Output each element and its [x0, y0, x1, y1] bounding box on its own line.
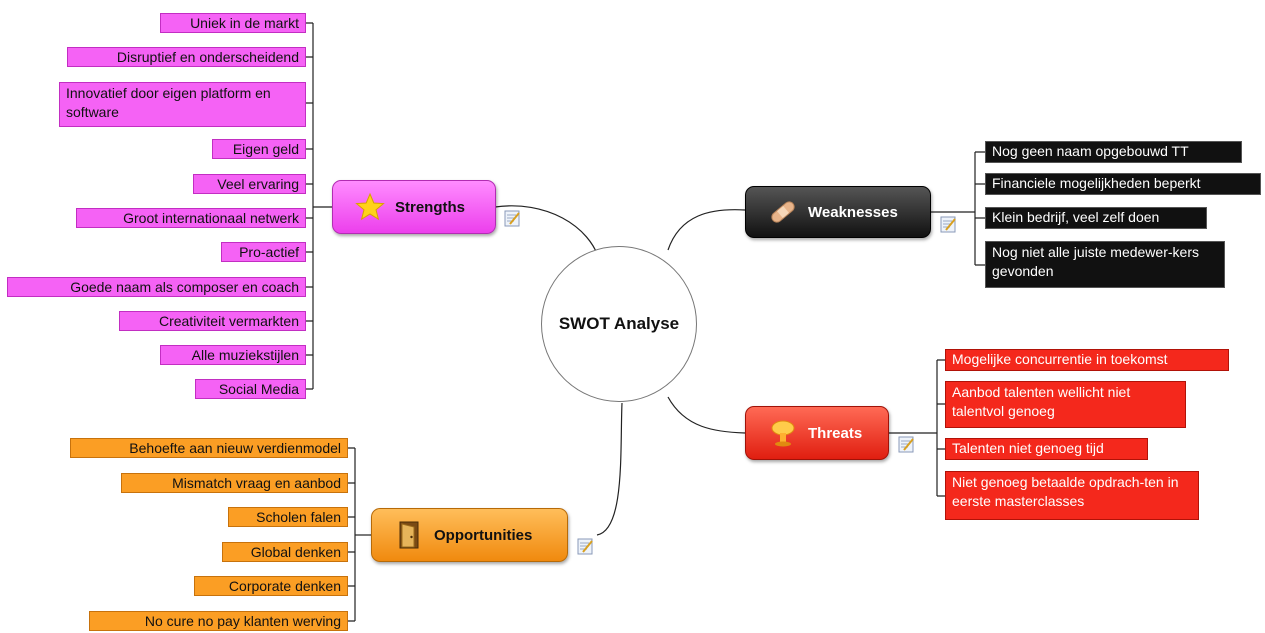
central-topic-label: SWOT Analyse — [558, 314, 680, 333]
branch-label: Strengths — [395, 198, 466, 216]
branch-label: Threats — [808, 424, 863, 442]
weakness-item[interactable]: Nog geen naam opgebouwd TT — [985, 141, 1242, 163]
branch-strengths[interactable]: Strengths — [332, 180, 496, 234]
strength-item[interactable]: Pro-actief — [221, 242, 306, 262]
bandage-icon — [771, 201, 795, 223]
strength-item[interactable]: Eigen geld — [212, 139, 306, 159]
strength-item[interactable]: Social Media — [195, 379, 306, 399]
weakness-item[interactable]: Nog niet alle juiste medewer-kers gevond… — [985, 241, 1225, 288]
threat-item[interactable]: Niet genoeg betaalde opdrach-ten in eers… — [945, 471, 1199, 520]
opportunity-item[interactable]: Scholen falen — [228, 507, 348, 527]
branch-label: Opportunities — [434, 526, 533, 544]
strength-item[interactable]: Uniek in de markt — [160, 13, 306, 33]
opportunity-item[interactable]: Mismatch vraag en aanbod — [121, 473, 348, 493]
strength-item[interactable]: Alle muziekstijlen — [160, 345, 306, 365]
note-icon[interactable] — [504, 210, 521, 227]
threat-item[interactable]: Talenten niet genoeg tijd — [945, 438, 1148, 460]
note-icon[interactable] — [577, 538, 594, 555]
opportunity-item[interactable]: No cure no pay klanten werving — [89, 611, 348, 631]
branch-weaknesses[interactable]: Weaknesses — [745, 186, 931, 238]
weakness-item[interactable]: Financiele mogelijkheden beperkt — [985, 173, 1261, 195]
branch-opportunities[interactable]: Opportunities — [371, 508, 568, 562]
weakness-item[interactable]: Klein bedrijf, veel zelf doen — [985, 207, 1207, 229]
threat-item[interactable]: Aanbod talenten wellicht niet talentvol … — [945, 381, 1186, 428]
star-icon — [355, 192, 385, 221]
strength-item[interactable]: Goede naam als composer en coach — [7, 277, 306, 297]
strength-item[interactable]: Veel ervaring — [193, 174, 306, 194]
opportunity-item[interactable]: Corporate denken — [194, 576, 348, 596]
strength-item[interactable]: Disruptief en onderscheidend — [67, 47, 306, 67]
strength-item[interactable]: Creativiteit vermarkten — [119, 311, 306, 331]
note-icon[interactable] — [898, 436, 915, 453]
opportunity-item[interactable]: Behoefte aan nieuw verdienmodel — [70, 438, 348, 458]
central-topic[interactable]: SWOT Analyse — [541, 246, 697, 402]
branch-label: Weaknesses — [808, 203, 898, 221]
strength-item[interactable]: Groot internationaal netwerk — [76, 208, 306, 228]
note-icon[interactable] — [940, 216, 957, 233]
explosion-icon — [771, 420, 795, 447]
strength-item[interactable]: Innovatief door eigen platform en softwa… — [59, 82, 306, 127]
threat-item[interactable]: Mogelijke concurrentie in toekomst — [945, 349, 1229, 371]
door-icon — [399, 521, 419, 549]
opportunity-item[interactable]: Global denken — [222, 542, 348, 562]
branch-threats[interactable]: Threats — [745, 406, 889, 460]
